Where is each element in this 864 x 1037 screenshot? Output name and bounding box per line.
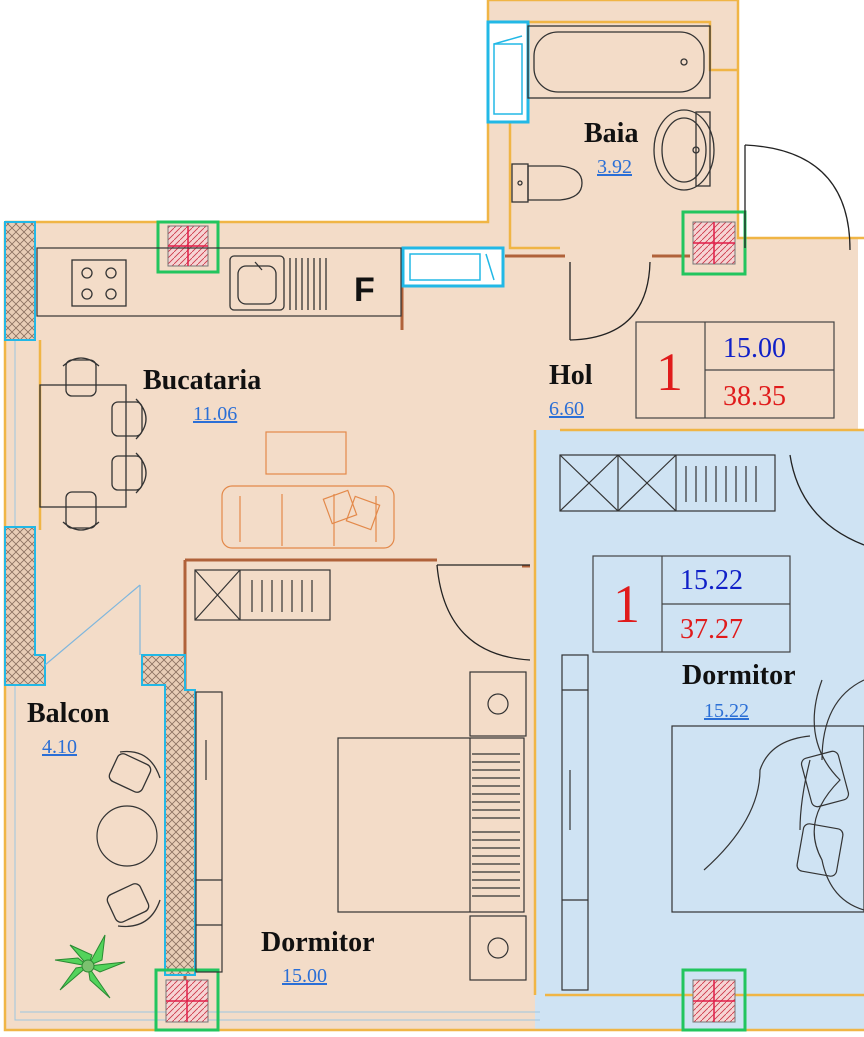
balcony-table	[96, 805, 158, 867]
apartment-area-living: 15.22	[680, 565, 743, 596]
sink-icon	[229, 255, 327, 311]
column-icon	[156, 220, 220, 274]
room-area-balcon: 4.10	[42, 736, 77, 758]
window-icon	[486, 20, 530, 124]
apartment-number: 1	[656, 342, 683, 402]
wall-hatch	[4, 221, 36, 341]
plant-icon	[54, 934, 126, 999]
sofa-icon	[221, 431, 395, 549]
column-icon	[154, 968, 220, 1032]
apartment-box: 1 15.00 38.35	[635, 321, 835, 419]
toilet-icon	[511, 163, 583, 203]
apartment-number: 1	[613, 574, 640, 634]
room-name-dormitor-a: Dormitor	[261, 927, 375, 958]
room-name-hol: Hol	[549, 360, 593, 391]
room-name-balcon: Balcon	[27, 698, 110, 729]
room-name-dormitor-b: Dormitor	[682, 660, 796, 691]
kitchen-mark: F	[354, 271, 375, 309]
door-icon	[436, 144, 864, 661]
stove-icon	[71, 259, 127, 307]
chair-icon	[62, 357, 147, 531]
chair-icon	[106, 750, 161, 928]
room-area-dormitor-a: 15.00	[282, 965, 327, 987]
room-name-bucataria: Bucataria	[143, 365, 261, 396]
apartment-area-total: 38.35	[723, 381, 786, 412]
unit-b-area	[535, 430, 864, 1030]
column-icon	[681, 210, 747, 276]
wall-hatch	[4, 526, 46, 686]
washbasin-icon	[653, 109, 715, 191]
dining-table	[39, 384, 127, 508]
balcony-door	[44, 584, 141, 666]
room-area-baia: 3.92	[597, 156, 632, 178]
bed-icon	[671, 679, 864, 913]
room-name-baia: Baia	[584, 118, 638, 149]
column-icon	[681, 968, 747, 1032]
apartment-area-total: 37.27	[680, 614, 743, 645]
room-area-hol: 6.60	[549, 398, 584, 420]
window-icon	[401, 246, 505, 288]
closet	[194, 454, 776, 991]
room-area-bucataria: 11.06	[193, 403, 237, 425]
apartment-box: 1 15.22 37.27	[592, 555, 791, 653]
room-area-dormitor-b: 15.22	[704, 700, 749, 722]
kitchen-counter	[36, 247, 402, 317]
apartment-area-living: 15.00	[723, 333, 786, 364]
bed-icon	[337, 671, 527, 981]
wall-hatch	[141, 654, 196, 976]
bathtub-icon	[527, 25, 711, 99]
